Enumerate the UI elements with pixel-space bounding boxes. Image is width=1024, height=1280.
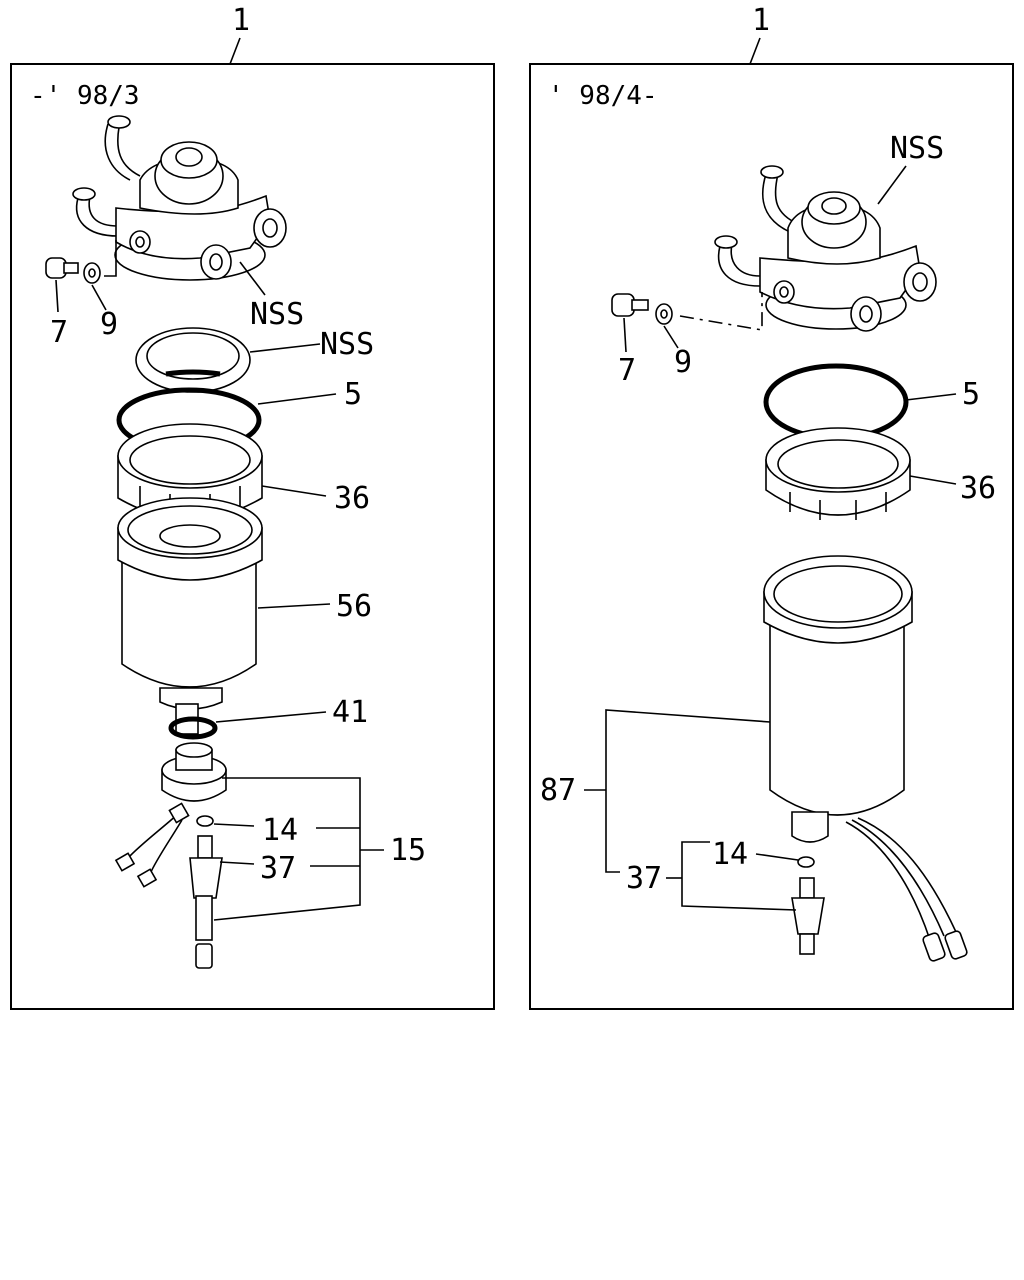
right-label-37: 37 (626, 861, 662, 896)
right-label-14: 14 (712, 837, 748, 872)
right-drain-plug (791, 877, 825, 955)
right-label-7: 7 (618, 353, 636, 388)
left-label-15: 15 (390, 833, 426, 868)
right-bracket-87 (605, 709, 771, 873)
right-label-9: 9 (674, 345, 692, 380)
left-filter-head (72, 115, 287, 281)
right-assembly-number: 1 (752, 3, 770, 38)
left-seal-41 (168, 716, 218, 740)
right-label-87: 87 (540, 773, 576, 808)
right-filter-cartridge (763, 555, 968, 962)
left-ring-nut (117, 423, 263, 520)
right-o-ring (763, 363, 909, 441)
left-washer (83, 262, 101, 284)
left-label-14: 14 (262, 813, 298, 848)
left-label-37: 37 (260, 851, 296, 886)
left-label-36: 36 (334, 481, 370, 516)
right-date-range: ' 98/4- (548, 81, 658, 111)
left-panel: 1 -' 98/3 (10, 3, 495, 1010)
left-head-pipe-side (75, 197, 119, 237)
left-seal-ring (135, 327, 251, 393)
left-water-sensor (114, 742, 227, 888)
right-bracket-37 (681, 841, 797, 911)
left-label-56: 56 (336, 589, 372, 624)
right-panel-frame (529, 63, 1014, 1010)
left-o-ring-14 (196, 815, 214, 827)
left-label-5: 5 (344, 377, 362, 412)
right-bolt (611, 293, 649, 317)
left-label-nss-ring: NSS (320, 327, 374, 362)
right-filter-head (714, 165, 937, 332)
right-panel: 1 ' 98/4- NSS (529, 3, 1014, 1010)
left-bolt (45, 257, 79, 279)
right-label-5: 5 (962, 377, 980, 412)
left-assembly-leader (229, 37, 241, 65)
left-head-pipe-top (104, 123, 131, 181)
right-assembly-leader (749, 37, 761, 65)
left-bracket-15 (213, 777, 361, 921)
right-o-ring-14 (797, 856, 815, 868)
left-label-41: 41 (332, 695, 368, 730)
left-label-nss-head: NSS (250, 297, 304, 332)
right-label-36: 36 (960, 471, 996, 506)
left-drain-plug (189, 835, 223, 969)
left-panel-frame (10, 63, 495, 1010)
left-filter-element (117, 497, 263, 710)
left-label-7: 7 (50, 315, 68, 350)
left-assembly-number: 1 (232, 3, 250, 38)
right-ring-nut (765, 427, 911, 520)
right-washer (655, 303, 673, 325)
right-label-nss-head: NSS (890, 131, 944, 166)
left-date-range: -' 98/3 (30, 81, 140, 111)
left-label-9: 9 (100, 307, 118, 342)
